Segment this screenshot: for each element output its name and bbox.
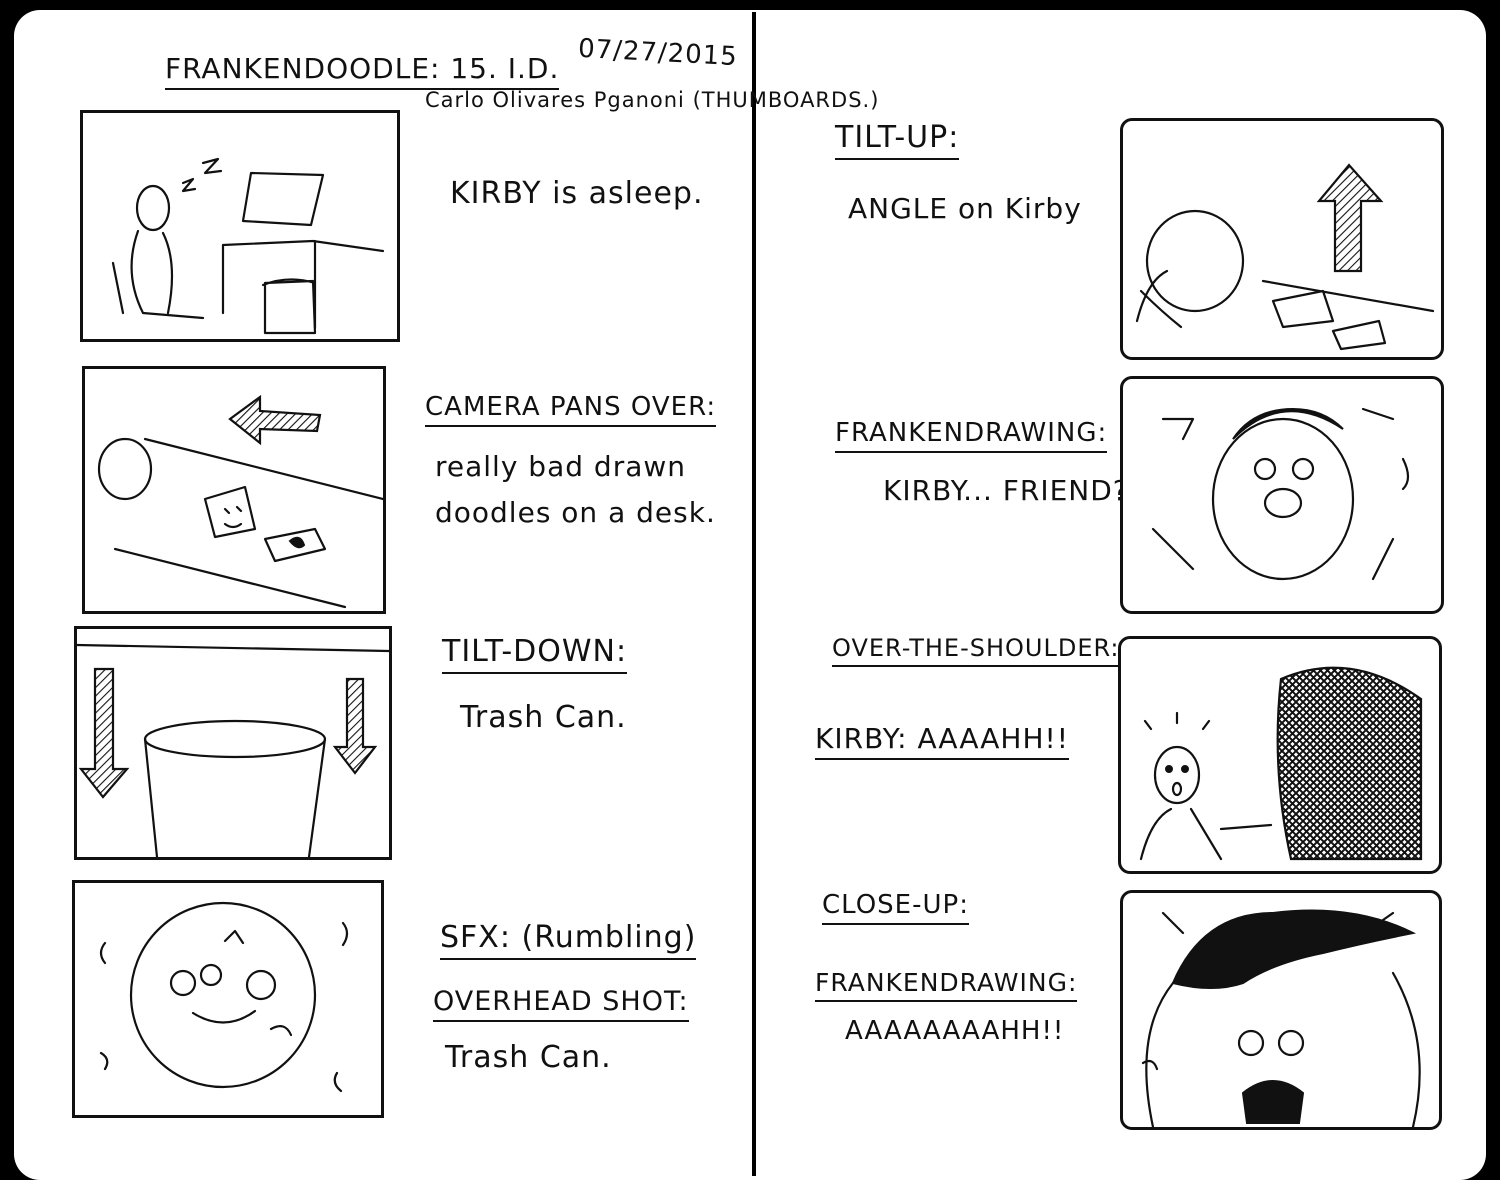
panel-frankendrawing	[1120, 376, 1444, 614]
caption-camera-pans-line1: really bad drawn	[435, 450, 687, 483]
panel-tilt-up	[1120, 118, 1444, 360]
storyboard-title: FRANKENDOODLE: 15. I.D.	[165, 52, 560, 90]
panel-close-up	[1120, 890, 1442, 1130]
caption-over-the-shoulder-heading: OVER-THE-SHOULDER:	[832, 634, 1120, 667]
caption-camera-pans-heading: CAMERA PANS OVER:	[425, 392, 717, 427]
sketch-frankendrawing-close-up	[1141, 909, 1421, 1127]
sketch-desk-doodles	[97, 394, 383, 609]
caption-frankendrawing-close-heading: FRANKENDRAWING:	[815, 968, 1078, 1002]
sketch-kirby-asleep	[111, 157, 385, 335]
caption-tilt-up-heading: TILT-UP:	[835, 120, 960, 160]
panel-over-the-shoulder	[1118, 636, 1442, 874]
caption-kirby-asleep: KIRBY is asleep.	[450, 176, 704, 211]
page-spine	[752, 12, 756, 1176]
sketch-frankendrawing-face	[1151, 407, 1410, 581]
panel-kirby-asleep	[80, 110, 400, 342]
caption-tilt-down-body: Trash Can.	[460, 700, 627, 735]
caption-kirby-scream: KIRBY: AAAAHH!!	[815, 722, 1069, 760]
panel-camera-pans	[82, 366, 386, 614]
caption-sfx-rumbling: SFX: (Rumbling)	[440, 920, 697, 960]
panel-overhead-shot	[72, 880, 384, 1118]
caption-close-up-heading: CLOSE-UP:	[822, 890, 969, 925]
caption-kirby-friend: KIRBY... FRIEND?	[883, 474, 1129, 507]
caption-tilt-down-heading: TILT-DOWN:	[442, 634, 628, 674]
caption-overhead-heading: OVERHEAD SHOT:	[433, 986, 689, 1022]
sketch-overhead-trash	[99, 901, 349, 1093]
sketch-kirby-scared	[1139, 666, 1423, 861]
storyboard-author: Carlo Olivares Pganoni (THUMBOARDS.)	[425, 88, 880, 112]
sketch-angle-on-kirby	[1135, 163, 1435, 351]
caption-camera-pans-line2: doodles on a desk.	[435, 496, 716, 529]
sketch-trash-can	[77, 643, 389, 857]
caption-frankendrawing-scream: AAAAAAAAHH!!	[845, 1016, 1065, 1046]
panel-tilt-down	[74, 626, 392, 860]
caption-frankendrawing-heading: FRANKENDRAWING:	[835, 418, 1108, 453]
caption-overhead-body: Trash Can.	[445, 1040, 612, 1075]
caption-tilt-up-body: ANGLE on Kirby	[848, 192, 1082, 225]
